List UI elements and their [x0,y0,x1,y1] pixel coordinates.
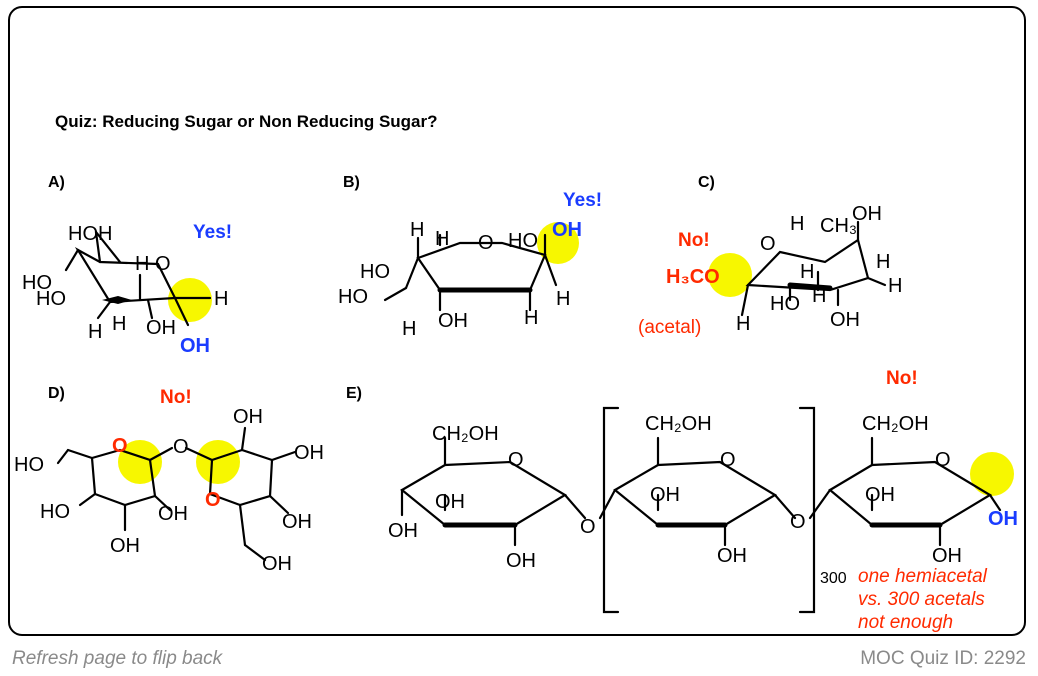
structure-d [56,426,297,562]
svg-text:O: O [508,449,524,471]
structure-a [64,230,212,327]
svg-text:OH: OH [262,553,292,575]
answer-c: No! [678,230,710,251]
svg-text:OH: OH [282,511,312,533]
svg-text:HO: HO [508,230,538,252]
answer-b: Yes! [563,190,602,211]
svg-text:O: O [155,253,171,275]
svg-text:HOH: HOH [68,223,112,245]
panel-label-d: D) [48,385,65,402]
svg-text:O: O [478,232,494,254]
svg-text:OH: OH [180,335,210,357]
refresh-hint: Refresh page to flip back [12,648,223,669]
svg-text:OH: OH [506,550,536,572]
svg-text:O: O [935,449,951,471]
svg-text:OH: OH [552,219,582,241]
answer-e: No! [886,368,918,389]
answer-d: No! [160,387,192,408]
atoms-b: H H O HO OH HO HO H OH H H [338,219,582,340]
svg-text:HO: HO [22,272,52,294]
panel-label-c: C) [698,174,715,191]
quiz-title: Quiz: Reducing Sugar or Non Reducing Sug… [55,112,438,131]
svg-text:H: H [736,313,750,335]
atoms-e: CH₂OH O OH OH OH O CH₂OH O OH OH O CH₂OH… [388,413,1018,572]
svg-text:HO: HO [770,293,800,315]
svg-text:HO: HO [14,454,44,476]
highlight-c [708,253,752,297]
highlight-a [168,278,212,322]
svg-text:HO: HO [360,261,390,283]
svg-text:OH: OH [717,545,747,567]
svg-text:O: O [790,511,806,533]
svg-text:one hemiacetal: one hemiacetal [858,566,988,587]
quiz-card [8,6,1026,636]
svg-text:CH₃: CH₃ [820,215,857,237]
svg-text:OH: OH [146,317,176,339]
svg-text:H: H [88,321,102,343]
svg-text:H: H [888,275,902,297]
svg-text:O: O [112,435,128,457]
svg-text:HO: HO [40,501,70,523]
svg-text:vs. 300 acetals: vs. 300 acetals [858,589,985,610]
svg-text:H₃CO: H₃CO [666,266,720,288]
svg-text:H: H [556,288,570,310]
svg-text:CH₂OH: CH₂OH [645,413,712,435]
svg-text:OH: OH [830,309,860,331]
svg-text:H: H [402,318,416,340]
answer-a: Yes! [193,222,232,243]
svg-text:OH: OH [388,520,418,542]
svg-text:OH: OH [865,484,895,506]
highlight-b [537,222,579,264]
svg-text:H: H [876,251,890,273]
hemiacetal-note: one hemiacetal vs. 300 acetals not enoug… [858,566,988,633]
svg-text:H: H [800,261,814,283]
structure-c [708,220,887,317]
svg-text:H: H [790,213,804,235]
svg-text:O: O [760,233,776,255]
svg-text:H: H [435,228,449,250]
highlight-e [970,452,1014,496]
svg-text:O: O [173,436,189,458]
atoms-a: HOH HO HO H O H H H OH OH [22,223,228,357]
svg-text:OH: OH [435,491,465,513]
svg-text:O: O [580,516,596,538]
svg-text:OH: OH [650,484,680,506]
svg-text:H: H [812,285,826,307]
atoms-d: HO O O OH OH HO OH O OH OH OH [14,406,324,575]
svg-text:OH: OH [852,203,882,225]
svg-text:OH: OH [438,310,468,332]
quiz-id: MOC Quiz ID: 2292 [860,648,1026,669]
svg-text:OH: OH [110,535,140,557]
svg-text:H: H [410,219,424,241]
panel-label-b: B) [343,174,360,191]
svg-text:CH₂OH: CH₂OH [432,423,499,445]
svg-text:not enough: not enough [858,612,953,633]
panel-label-a: A) [48,174,65,191]
svg-text:H: H [135,253,149,275]
structure-b [383,222,579,312]
svg-text:HO: HO [338,286,368,308]
svg-text:HO: HO [36,288,66,310]
svg-text:O: O [205,489,221,511]
svg-text:OH: OH [158,503,188,525]
svg-text:H: H [112,313,126,335]
atoms-c: H₃CO O H CH₃ OH H H H HO H OH H [666,203,902,335]
svg-text:O: O [720,449,736,471]
svg-text:CH₂OH: CH₂OH [862,413,929,435]
svg-text:H: H [524,307,538,329]
highlight-d2 [196,440,240,484]
structure-e [400,406,1014,614]
svg-text:OH: OH [988,508,1018,530]
repeat-count: 300 [820,570,847,587]
acetal-note-c: (acetal) [638,317,701,338]
svg-text:OH: OH [294,442,324,464]
svg-text:OH: OH [932,545,962,567]
panel-label-e: E) [346,385,362,402]
svg-text:H: H [214,288,228,310]
svg-text:OH: OH [233,406,263,428]
